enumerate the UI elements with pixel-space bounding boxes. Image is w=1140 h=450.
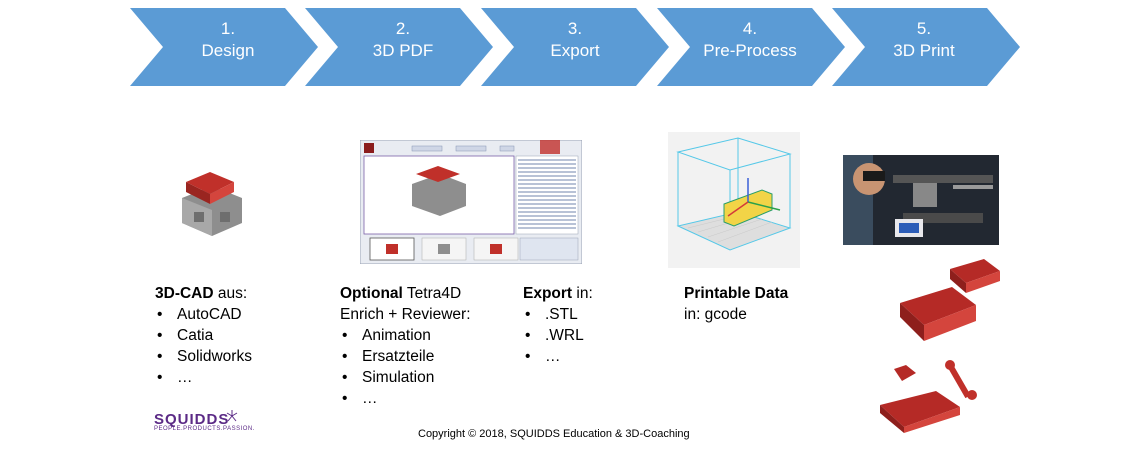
list-item: Animation: [340, 325, 471, 346]
step-2-label: 3D PDF: [372, 41, 434, 60]
step-3-label: Export: [550, 41, 600, 60]
pdf-list: Animation Ersatzteile Simulation …: [340, 325, 471, 409]
design-heading-rest: aus:: [213, 285, 248, 302]
preprocess-heading: Printable Data: [684, 283, 788, 304]
step-5-text: 5. 3D Print: [854, 18, 994, 62]
slicer-preview: [668, 132, 800, 268]
export-list: .STL .WRL …: [523, 304, 593, 367]
chevron-step-2: [305, 8, 493, 86]
step-2-number: 2.: [395, 19, 411, 38]
step-5-number: 5.: [916, 19, 932, 38]
pdf-heading-rest: Tetra4D: [402, 285, 462, 302]
step-1-label: Design: [201, 41, 255, 60]
copyright-footer: Copyright © 2018, SQUIDDS Education & 3D…: [418, 428, 690, 440]
step-4-label: Pre-Process: [703, 41, 797, 60]
logo-tagline: PEOPLE.PRODUCTS.PASSION.: [154, 426, 255, 432]
list-item: AutoCAD: [155, 304, 252, 325]
printed-parts-icon: [880, 259, 1000, 433]
design-description: 3D-CAD aus: AutoCAD Catia Solidworks …: [155, 283, 252, 388]
preprocess-heading-bold: Printable Data: [684, 285, 789, 302]
3d-printer-photo: [843, 155, 999, 245]
list-item: …: [155, 367, 252, 388]
list-item: Ersatzteile: [340, 346, 471, 367]
list-item: …: [523, 346, 593, 367]
step-3-text: 3. Export: [505, 18, 645, 62]
design-list: AutoCAD Catia Solidworks …: [155, 304, 252, 388]
export-heading: Export in:: [523, 283, 593, 304]
list-item: Solidworks: [155, 346, 252, 367]
pdf-description: Optional Tetra4D Enrich + Reviewer: Anim…: [340, 283, 471, 409]
step-4-number: 4.: [742, 19, 758, 38]
export-heading-bold: Export: [523, 285, 573, 302]
list-item: Catia: [155, 325, 252, 346]
list-item: .WRL: [523, 325, 593, 346]
step-5-label: 3D Print: [893, 41, 955, 60]
logo-name: SQUIDDS: [154, 411, 230, 428]
pdf-heading-line2: Enrich + Reviewer:: [340, 306, 471, 323]
logo-mark-icon: [226, 410, 238, 422]
step-2-text: 2. 3D PDF: [333, 18, 473, 62]
step-1-number: 1.: [220, 19, 236, 38]
engine-icon: [182, 172, 242, 236]
export-heading-rest: in:: [572, 285, 593, 302]
pdf-viewer-screenshot: [360, 140, 582, 264]
step-4-text: 4. Pre-Process: [680, 18, 820, 62]
chevron-step-4: [657, 8, 845, 86]
chevron-step-3: [481, 8, 669, 86]
design-heading-bold: 3D-CAD: [155, 285, 214, 302]
pdf-heading: Optional Tetra4D: [340, 283, 471, 304]
step-1-text: 1. Design: [158, 18, 298, 62]
process-chevrons: [130, 8, 1020, 86]
design-heading: 3D-CAD aus:: [155, 283, 252, 304]
step-3-number: 3.: [567, 19, 583, 38]
preprocess-description: Printable Data in: gcode: [684, 283, 788, 325]
pdf-heading-bold: Optional: [340, 285, 403, 302]
list-item: …: [340, 388, 471, 409]
export-description: Export in: .STL .WRL …: [523, 283, 593, 367]
chevron-step-1: [130, 8, 318, 86]
list-item: Simulation: [340, 367, 471, 388]
squidds-logo: SQUIDDS PEOPLE.PRODUCTS.PASSION.: [154, 411, 255, 432]
preprocess-line2: in: gcode: [684, 306, 747, 323]
chevron-step-5: [832, 8, 1020, 86]
list-item: .STL: [523, 304, 593, 325]
